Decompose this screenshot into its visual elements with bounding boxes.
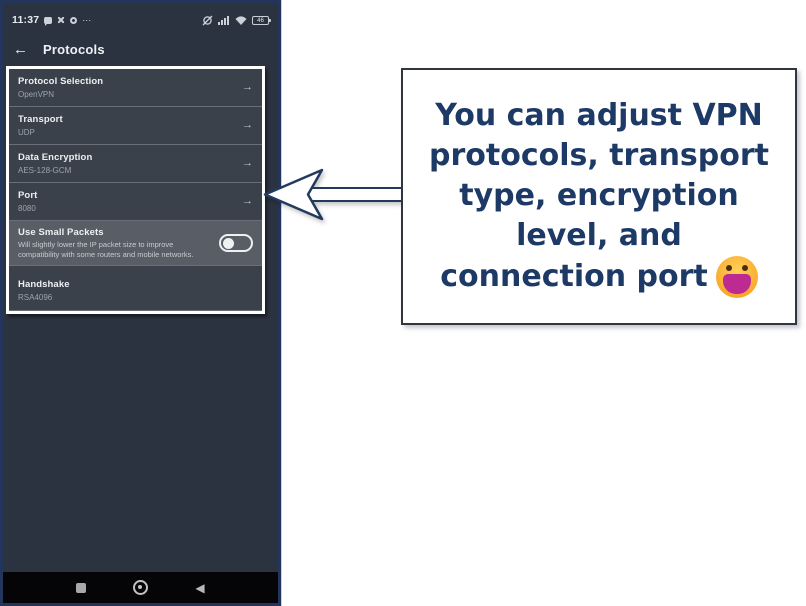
- setting-label: Port: [18, 190, 38, 201]
- setting-label: Transport: [18, 114, 63, 125]
- use-small-packets-toggle[interactable]: [219, 234, 253, 252]
- setting-text: Use Small Packets Will slightly lower th…: [18, 227, 206, 260]
- callout-text-line: level, and: [516, 217, 682, 253]
- callout-text-line: protocols, transport: [428, 137, 770, 173]
- setting-text: Transport UDP: [18, 114, 63, 137]
- setting-label: Handshake: [18, 279, 70, 290]
- callout-text-line: connection port: [440, 255, 758, 298]
- chat-bubble-icon: [44, 16, 53, 26]
- status-bar-left: 11:37 ⋯: [12, 14, 91, 26]
- annotation-arrow: [263, 168, 406, 221]
- emoji-eye: [741, 264, 748, 271]
- divider: [9, 310, 262, 311]
- battery-icon: 46: [252, 15, 271, 25]
- setting-label: Data Encryption: [18, 152, 93, 163]
- annotation-highlight-box: Protocol Selection OpenVPN → Transport U…: [6, 66, 265, 314]
- setting-row-protocol-selection[interactable]: Protocol Selection OpenVPN →: [9, 69, 262, 106]
- setting-label: Use Small Packets: [18, 226, 104, 238]
- setting-value: OpenVPN: [18, 90, 55, 99]
- setting-value: AES-128-GCM: [18, 166, 72, 175]
- signal-icon: [218, 16, 229, 25]
- divider: [9, 144, 262, 145]
- setting-value: 8080: [18, 204, 36, 213]
- setting-row-handshake[interactable]: Handshake RSA4096: [9, 266, 262, 310]
- setting-value: UDP: [18, 128, 35, 137]
- callout-text-line: You can adjust VPN: [435, 97, 763, 133]
- setting-description: Will slightly lower the IP packet size t…: [18, 239, 194, 259]
- page-title: Protocols: [43, 41, 105, 57]
- divider: [9, 106, 262, 107]
- chevron-right-icon: →: [242, 195, 253, 207]
- phone-screenshot: 11:37 ⋯ 46 ← Protocols: [0, 0, 281, 606]
- more-dots-icon: ⋯: [82, 14, 92, 25]
- chevron-right-icon: →: [242, 81, 253, 93]
- recents-square-icon[interactable]: [76, 582, 87, 593]
- setting-text: Data Encryption AES-128-GCM: [18, 152, 92, 175]
- home-circle-icon[interactable]: [133, 580, 149, 595]
- divider: [9, 265, 262, 266]
- setting-row-transport[interactable]: Transport UDP →: [9, 107, 262, 144]
- setting-label: Protocol Selection: [18, 76, 104, 87]
- callout-text-line: type, encryption: [459, 177, 739, 213]
- divider: [9, 220, 262, 221]
- setting-row-data-encryption[interactable]: Data Encryption AES-128-GCM →: [9, 145, 262, 182]
- setting-value: RSA4096: [18, 293, 53, 302]
- setting-text: Handshake RSA4096: [18, 279, 70, 302]
- setting-row-port[interactable]: Port 8080 →: [9, 183, 262, 220]
- grinning-face-emoji-icon: [715, 255, 758, 298]
- share-x-icon: [57, 16, 65, 24]
- annotation-callout: You can adjust VPN protocols, transport …: [401, 68, 797, 325]
- chevron-right-icon: →: [242, 157, 253, 169]
- clock-time: 11:37: [12, 14, 40, 26]
- android-nav-bar: ◀: [3, 572, 278, 603]
- back-triangle-icon[interactable]: ◀: [195, 580, 205, 595]
- setting-row-use-small-packets[interactable]: Use Small Packets Will slightly lower th…: [9, 221, 262, 265]
- chevron-right-icon: →: [242, 119, 253, 131]
- status-bar-right: 46: [202, 15, 271, 26]
- wifi-icon: [235, 16, 247, 25]
- back-arrow-icon[interactable]: ←: [13, 40, 28, 58]
- emoji-eye: [725, 264, 732, 271]
- vibrate-off-icon: [202, 15, 213, 25]
- status-bar: 11:37 ⋯ 46: [3, 3, 278, 33]
- clock-dot-icon: [70, 16, 78, 24]
- callout-text: connection port: [440, 258, 708, 294]
- toggle-knob: [223, 237, 234, 249]
- app-bar: ← Protocols: [3, 33, 278, 65]
- divider: [9, 182, 262, 183]
- setting-text: Port 8080: [18, 190, 37, 213]
- emoji-mouth: [722, 273, 751, 294]
- setting-text: Protocol Selection OpenVPN: [18, 76, 103, 99]
